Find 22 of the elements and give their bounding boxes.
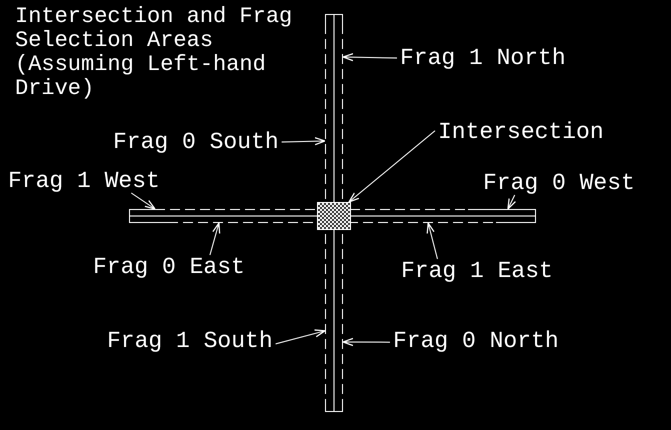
callout-label: Frag 0 South	[110, 130, 282, 154]
road-bar	[129, 209, 536, 223]
leader-arrow	[281, 137, 326, 146]
callout-label: Frag 1 West	[5, 169, 163, 193]
hatched-intersection-area	[317, 202, 351, 230]
leader-arrow	[275, 329, 326, 344]
leader-arrow	[507, 194, 516, 210]
leader-arrow	[130, 192, 156, 210]
callout-label: Frag 1 North	[397, 46, 569, 70]
callout-label: Frag 0 East	[90, 255, 248, 279]
leader-arrow	[209, 222, 220, 256]
callout-label: Frag 0 West	[480, 171, 638, 195]
leader-arrow	[342, 338, 390, 346]
callout-label: Frag 1 South	[104, 329, 276, 353]
callout-label: Frag 1 East	[398, 259, 556, 283]
callout-label: Frag 0 North	[390, 329, 562, 353]
callout-label: Intersection	[435, 120, 607, 144]
leader-arrow	[426, 222, 438, 260]
leader-arrow	[342, 53, 398, 62]
road-bar	[325, 14, 343, 412]
leader-arrow	[348, 130, 436, 203]
diagram-title: Intersection and Frag Selection Areas (Assuming Left-hand Drive)	[15, 5, 294, 101]
